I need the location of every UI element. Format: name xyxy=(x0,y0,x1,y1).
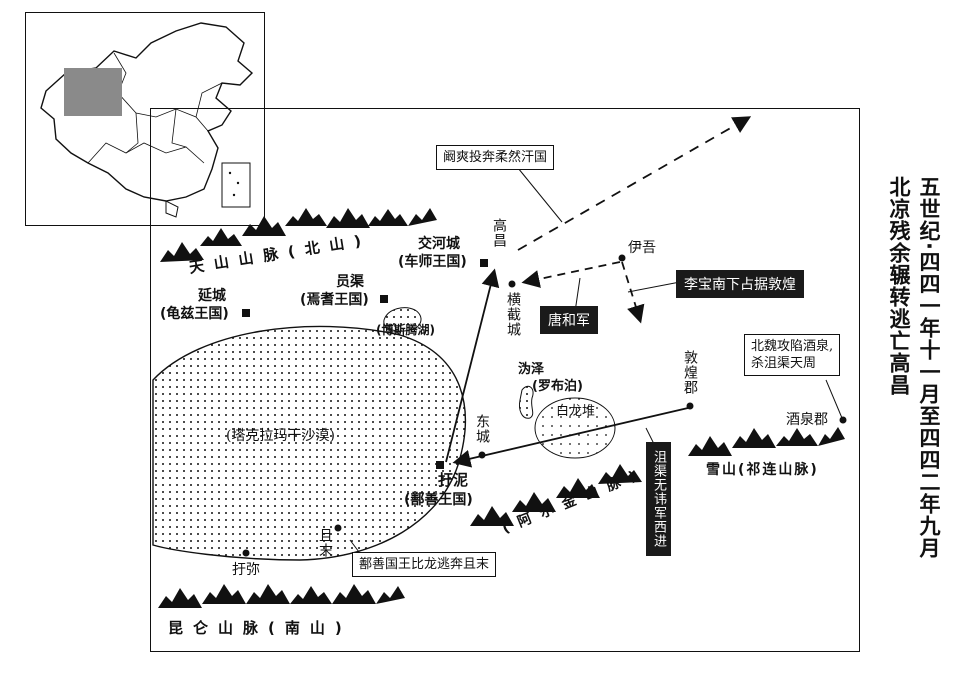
title-line-2: 北凉残余辗转逃亡高昌 xyxy=(887,176,911,396)
label-yuni-name: 扜泥 xyxy=(438,471,469,489)
callout-beiwei-line1: 北魏攻陷酒泉, xyxy=(751,339,834,354)
label-dunhuang: 敦煌郡 xyxy=(682,350,698,395)
label-yiwu: 伊吾 xyxy=(628,240,656,256)
label-hengjiecheng: 横截城 xyxy=(505,292,521,337)
marker-yumi xyxy=(242,549,250,557)
title-line-1: 五世纪·四四一年十一月至四四二年九月 xyxy=(917,176,941,559)
label-lopnur-alt: (罗布泊) xyxy=(532,379,583,394)
callout-shanshan: 鄯善国王比龙逃奔且末 xyxy=(352,552,497,577)
callout-beiwei-line2: 杀沮渠天周 xyxy=(751,356,817,371)
map-title: 五世纪·四四一年十一月至四四二年九月 北凉残余辗转逃亡高昌 xyxy=(884,176,944,559)
marker-qiemo xyxy=(334,524,342,532)
lopnur-lake xyxy=(519,385,534,419)
inset-highlight-region xyxy=(64,68,122,116)
label-lopnur-name: 沩泽 xyxy=(518,362,545,377)
marker-jiuquan xyxy=(839,416,847,424)
route-kan-to-rouran xyxy=(517,116,752,251)
callout-juqu: 沮渠无讳军西进 xyxy=(646,442,671,556)
label-taklamakan: (塔克拉玛干沙漠) xyxy=(226,428,335,444)
label-yumi: 扜弥 xyxy=(232,562,260,578)
marker-jiaohe xyxy=(480,259,488,267)
label-yuanqu-name: 员渠 xyxy=(336,274,364,290)
label-jiaohe-state: (车师王国) xyxy=(398,254,467,270)
china-outline xyxy=(40,22,254,218)
marker-yiwu xyxy=(618,254,626,262)
label-gaochang: 高昌 xyxy=(491,218,507,248)
label-kunlun: 昆仑山脉(南山) xyxy=(168,619,352,637)
callout-tanghe: 唐和军 xyxy=(540,306,598,334)
label-yuanqu-state: (焉耆王国) xyxy=(300,292,369,308)
label-qilian: 雪山(祁连山脉) xyxy=(706,462,819,478)
label-yancheng-state: (龟兹王国) xyxy=(160,306,229,322)
qilian-mountains xyxy=(688,427,845,456)
route-tanghe xyxy=(521,261,621,288)
route-juqu-segment1 xyxy=(452,407,689,468)
callout-kan: 阚爽投奔柔然汗国 xyxy=(436,145,555,170)
label-dongcheng: 东城 xyxy=(474,414,490,444)
bailongdui-area xyxy=(534,397,616,459)
bosteng-lake xyxy=(383,307,422,332)
label-jiaohe-name: 交河城 xyxy=(418,236,460,252)
tianshan-mountains xyxy=(160,208,437,262)
callout-beiwei: 北魏攻陷酒泉, 杀沮渠天周 xyxy=(744,334,841,376)
label-qiemo: 且末 xyxy=(317,528,333,558)
marker-yuanqu xyxy=(380,295,388,303)
label-bosteng: (博斯腾湖) xyxy=(376,323,435,337)
altun-mountains xyxy=(470,464,642,526)
marker-yuni xyxy=(436,461,444,469)
callout-libao: 李宝南下占据敦煌 xyxy=(676,270,804,298)
label-bailongdui: 白龙堆 xyxy=(556,404,596,419)
label-yuni-state: (鄯善王国) xyxy=(404,492,473,508)
marker-dongcheng xyxy=(478,451,486,459)
label-jiuquan: 酒泉郡 xyxy=(786,412,828,428)
marker-yancheng xyxy=(242,309,250,317)
marker-gaochang xyxy=(508,280,516,288)
inset-map xyxy=(25,12,265,226)
kunlun-mountains xyxy=(158,584,405,608)
main-map-frame xyxy=(150,108,860,652)
marker-dunhuang xyxy=(686,402,694,410)
route-juqu-segment2 xyxy=(445,268,500,463)
label-yancheng-name: 延城 xyxy=(198,288,226,304)
